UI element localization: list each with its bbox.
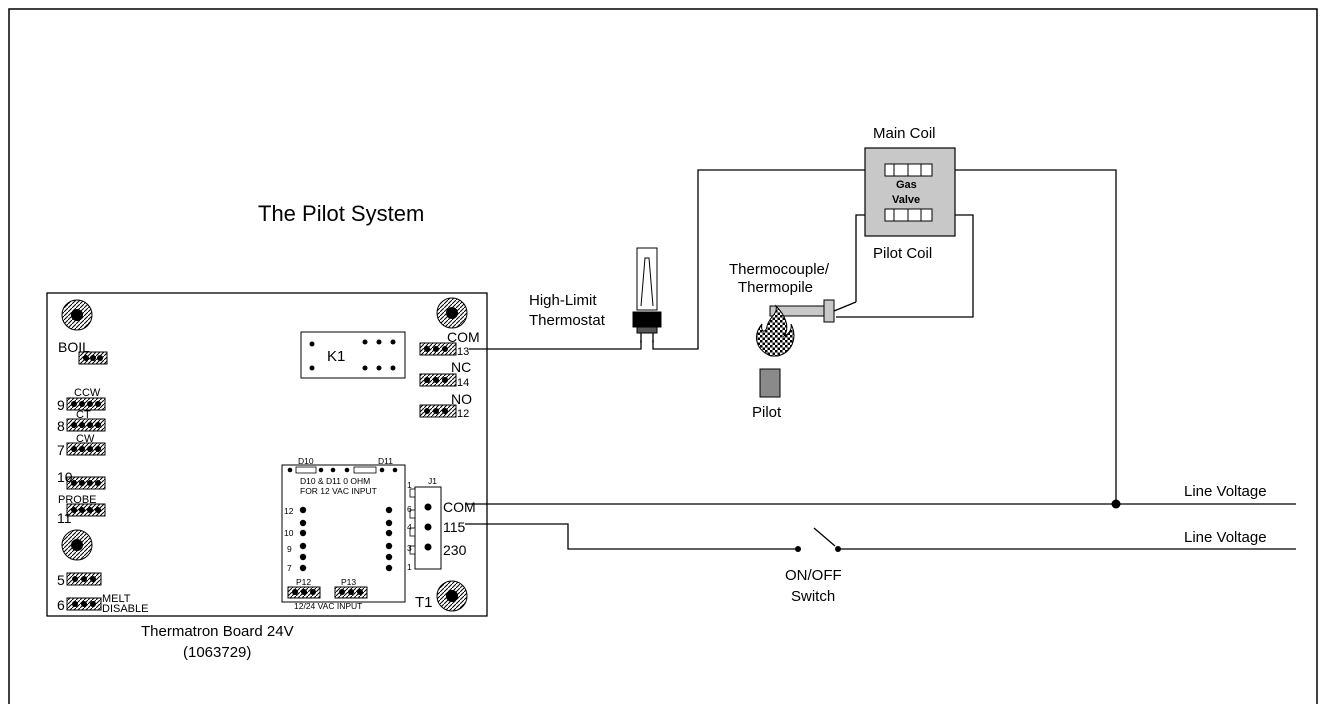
relay-pins <box>309 339 396 371</box>
pin-10-label: 10 <box>57 469 73 485</box>
v115-label: 115 <box>443 519 466 535</box>
com-terminal-label: COM <box>447 329 480 345</box>
on-off-switch-icon[interactable] <box>795 527 841 552</box>
thermocouple-icon <box>769 299 857 323</box>
high-limit-label-line1: High-Limit <box>529 292 597 309</box>
probe-label: PROBE <box>58 494 97 506</box>
j1-pin-3: 3 <box>407 543 412 553</box>
pin-5-label: 5 <box>57 572 65 588</box>
diode-note-line1: D10 & D11 0 OHM <box>300 476 370 486</box>
j1-pin-1: 1 <box>407 480 412 490</box>
module-pins-left <box>299 506 307 572</box>
transformer-t1-label: T1 <box>415 594 433 611</box>
mounting-hole-icon <box>436 297 468 329</box>
module-pins-right <box>385 506 393 572</box>
j1-pin-4: 4 <box>407 522 412 532</box>
d11-label: D11 <box>378 456 393 466</box>
pin-6-label: 6 <box>57 597 65 613</box>
gas-valve-label-line1: Gas <box>896 179 917 191</box>
disable-label: DISABLE <box>102 603 148 615</box>
line-voltage-label-2: Line Voltage <box>1184 529 1267 546</box>
melt-label: MELT <box>102 593 131 605</box>
cw-label: CW <box>76 433 95 445</box>
p13-label: P13 <box>341 577 356 587</box>
n10-connector <box>66 476 106 490</box>
mounting-hole-icon <box>61 299 93 331</box>
pilot-coil-label: Pilot Coil <box>873 245 932 262</box>
wires <box>465 169 1296 550</box>
pilot-coil-icon <box>884 208 933 222</box>
mounting-hole-icon <box>61 529 93 561</box>
board-name: Thermatron Board 24V <box>141 623 294 640</box>
d10-label: D10 <box>298 456 314 466</box>
cw-connector <box>66 442 106 456</box>
p12-label: P12 <box>296 577 311 587</box>
nc-terminal-label: NC <box>451 359 471 375</box>
thermocouple-label-line2: Thermopile <box>738 279 813 296</box>
board-outline <box>46 292 488 617</box>
ct-label: CT <box>76 409 91 421</box>
diode-d11 <box>353 466 377 474</box>
high-limit-thermostat-icon <box>632 247 662 343</box>
com-power-label: COM <box>443 499 476 515</box>
switch-label-line1: ON/OFF <box>785 567 842 584</box>
j1-label: J1 <box>428 476 437 486</box>
module-pin-10: 10 <box>284 528 294 538</box>
no-terminal-label: NO <box>451 391 472 407</box>
ct-connector <box>66 418 106 432</box>
com-terminal-number: 13 <box>457 346 469 358</box>
j1-pin-6: 6 <box>407 504 412 514</box>
main-coil-label: Main Coil <box>873 125 936 142</box>
junction-dot <box>1111 499 1121 509</box>
gas-valve <box>864 147 956 237</box>
line-voltage-label-1: Line Voltage <box>1184 483 1267 500</box>
module-pin-7: 7 <box>287 563 292 573</box>
pilot-label: Pilot <box>752 404 782 421</box>
ccw-label: CCW <box>74 387 101 399</box>
pin-7-label: 7 <box>57 442 65 458</box>
thermocouple-label-line1: Thermocouple/ <box>729 261 830 278</box>
diode-d10 <box>295 466 317 474</box>
relay-k1 <box>300 331 406 379</box>
high-limit-label-line2: Thermostat <box>529 312 606 329</box>
pin-11-label: 11 <box>57 510 72 526</box>
pin-9-label: 9 <box>57 397 65 413</box>
nc-terminal-number: 14 <box>457 377 469 389</box>
diagram-title: The Pilot System <box>258 201 424 226</box>
relay-k1-label: K1 <box>327 348 345 365</box>
main-coil-icon <box>884 163 933 177</box>
j1-pin-1b: 1 <box>407 562 412 572</box>
no-terminal-number: 12 <box>457 408 469 420</box>
diode-note-line2: FOR 12 VAC INPUT <box>300 486 377 496</box>
gas-valve-label-line2: Valve <box>892 194 920 206</box>
boil-label: BOIL <box>58 339 90 355</box>
switch-label-line2: Switch <box>791 588 835 605</box>
probe-connector <box>66 503 106 517</box>
transformer-module <box>281 464 406 603</box>
v230-label: 230 <box>443 542 467 558</box>
pilot-icon <box>759 368 781 398</box>
module-pin-9: 9 <box>287 544 292 554</box>
pin-8-label: 8 <box>57 418 65 434</box>
p-input-note: 12/24 VAC INPUT <box>294 601 362 611</box>
thermatron-board: BOIL CCW CT CW PROBE MELT DISABLE 9 8 7 … <box>46 292 488 617</box>
ccw-connector <box>66 397 106 411</box>
mounting-hole-icon <box>436 580 468 612</box>
module-pin-12: 12 <box>284 506 294 516</box>
flame-icon <box>756 304 795 357</box>
board-part-number: (1063729) <box>183 644 251 661</box>
diagram-frame <box>8 8 1318 704</box>
